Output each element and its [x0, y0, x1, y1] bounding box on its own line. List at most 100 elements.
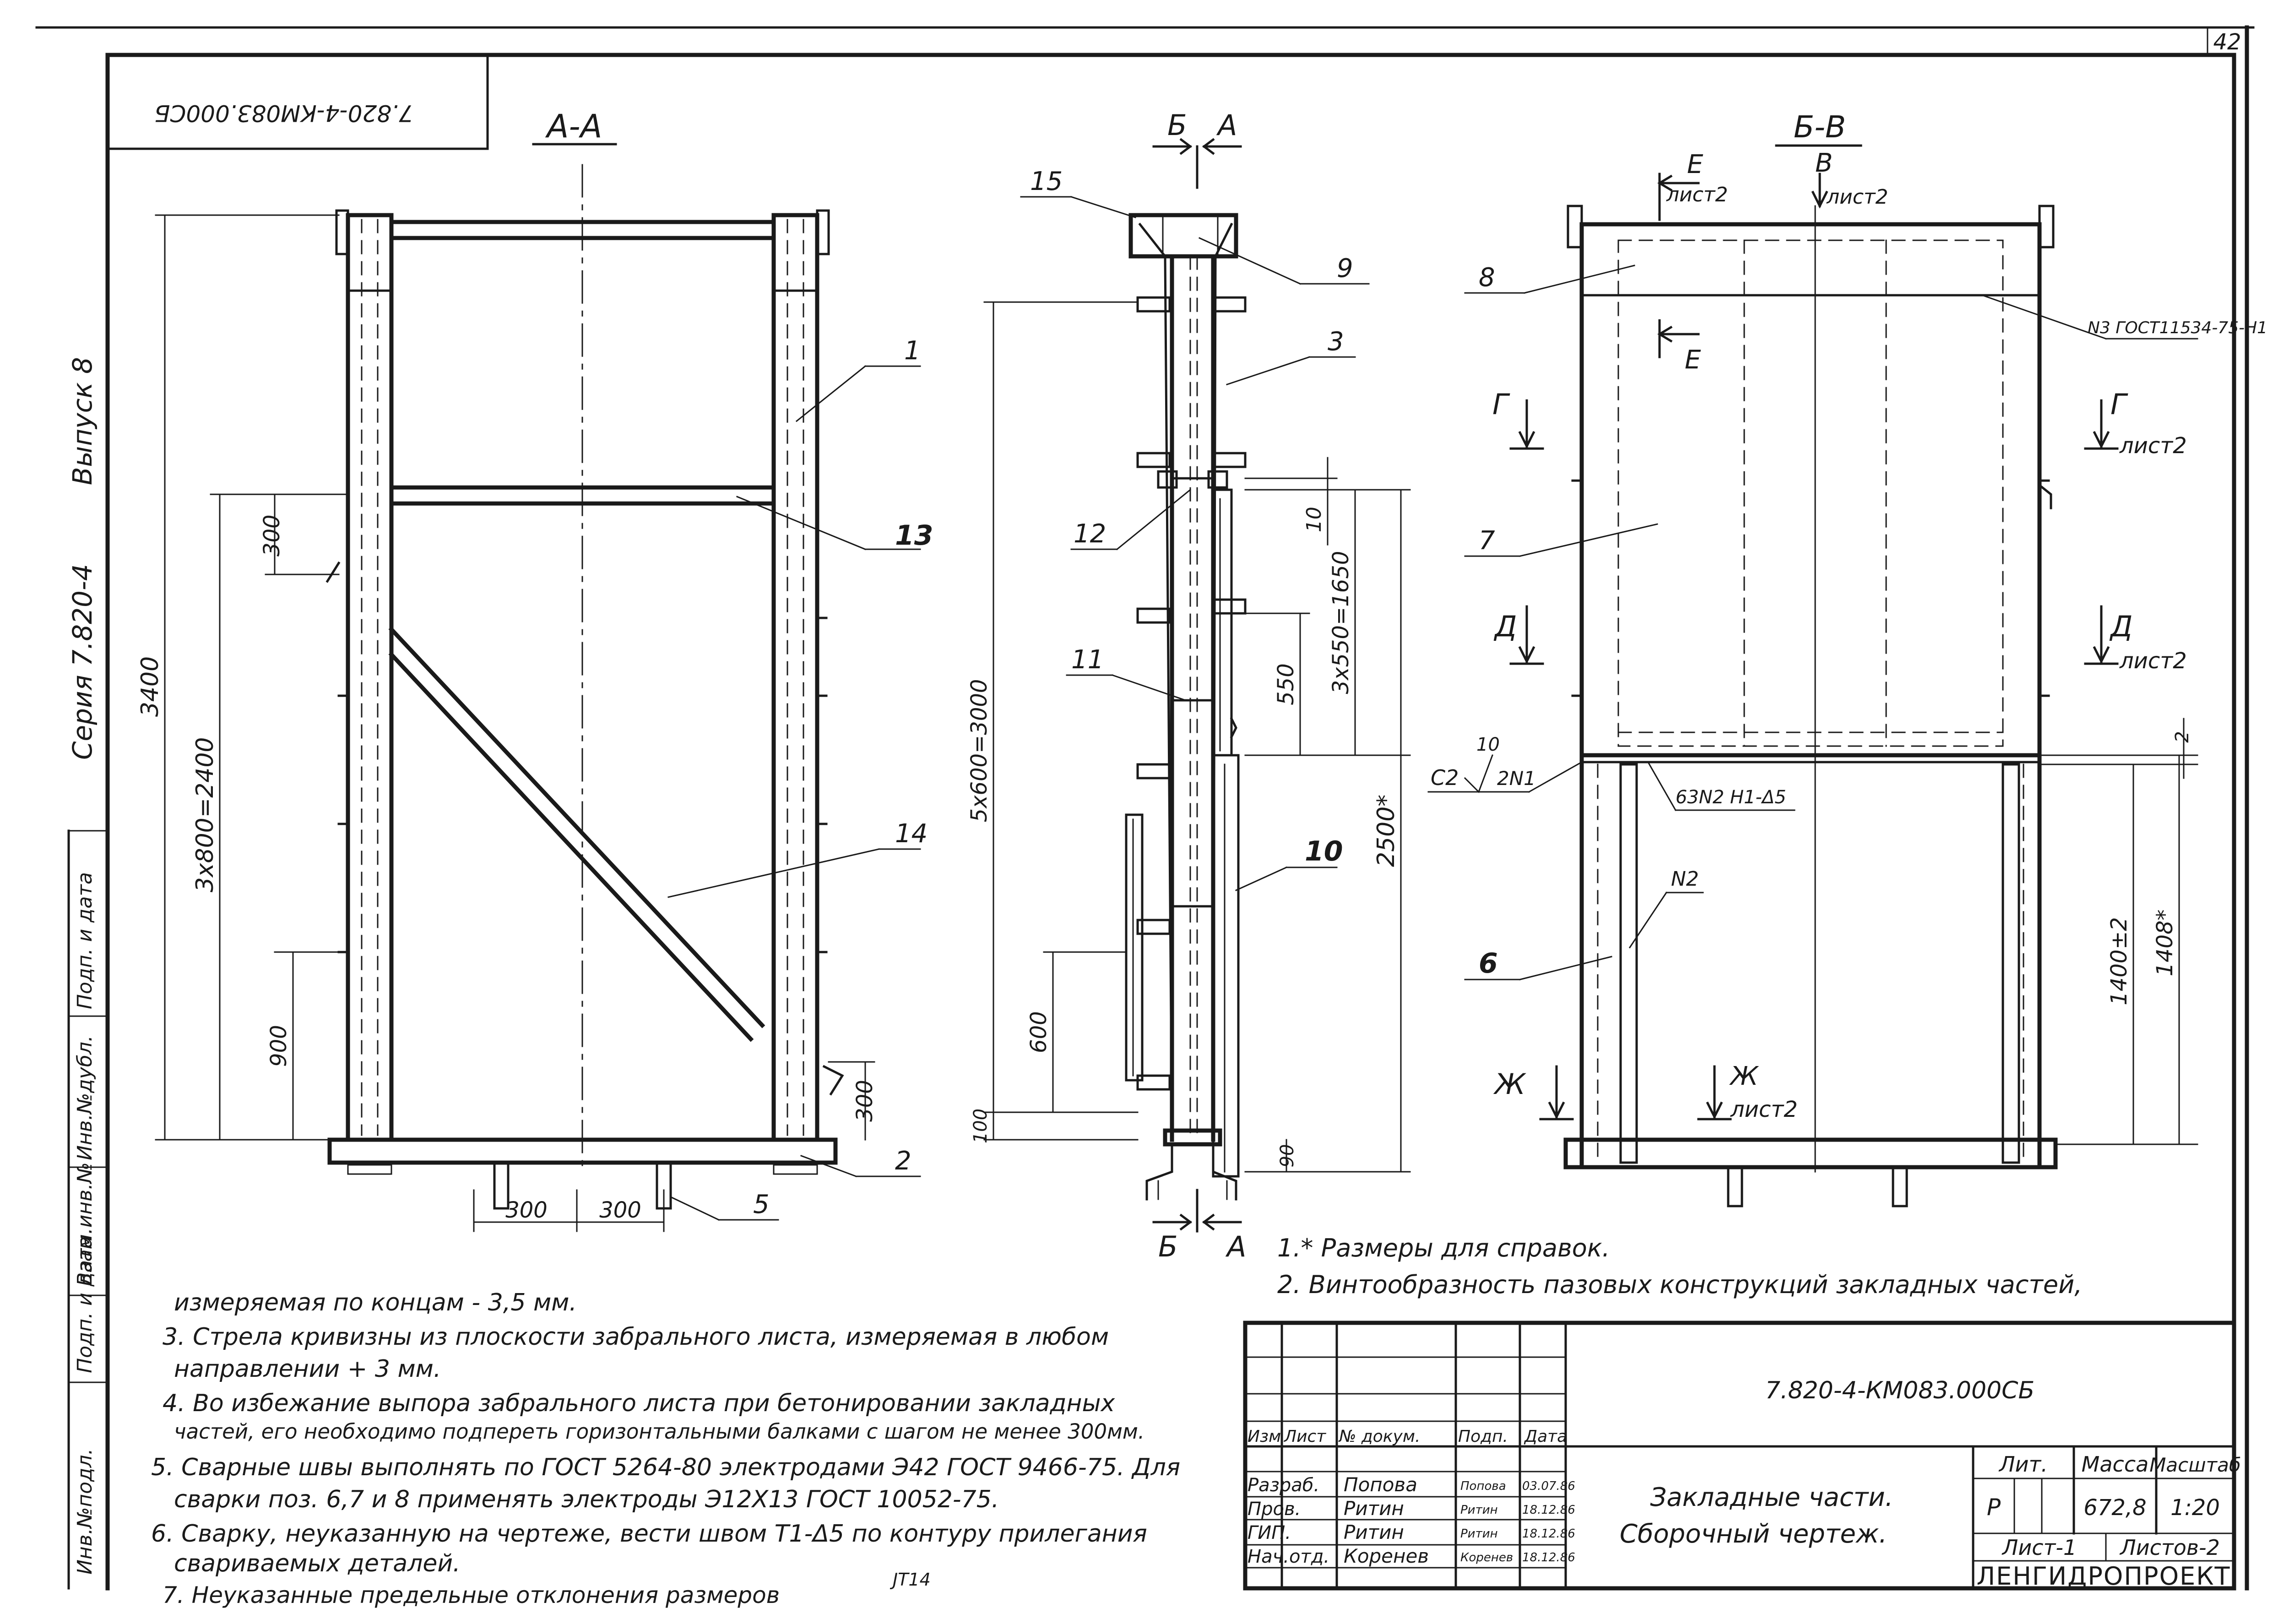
- bv-arrow-v: В: [1815, 148, 1833, 178]
- tb-mass-value: 672,8: [2083, 1495, 2146, 1521]
- title-block: [1243, 1321, 2236, 1591]
- note-4: 4. Во избежание выпора забрального листа…: [163, 1390, 1115, 1417]
- tb-header-ndoc: № докум.: [1338, 1427, 1420, 1446]
- strip-vzam-inv: Взам.инв.№: [73, 1162, 97, 1286]
- note-5: 5. Сварные швы выполнять по ГОСТ 5264-80…: [151, 1454, 1181, 1481]
- dim-side-90: 90: [1277, 1144, 1298, 1168]
- tb-lit-value: Р: [1987, 1494, 2001, 1521]
- tb-mass-header: Масса: [2082, 1452, 2149, 1477]
- bv-cut-zh2: Ж: [1729, 1061, 1759, 1091]
- tb-sign-0: Попова: [1460, 1479, 1506, 1493]
- tb-sign-1: Ритин: [1460, 1503, 1498, 1517]
- dim-side-2500: 2500*: [1372, 795, 1400, 867]
- note-3-cont: направлении + 3 мм.: [174, 1355, 441, 1383]
- dim-aa-300-top: 300: [259, 514, 285, 557]
- weld-n1-right: 2N1: [1497, 767, 1536, 790]
- weld-63n2: 63N2 Н1-Δ5: [1676, 787, 1786, 808]
- note-3: 3. Стрела кривизны из плоскости забральн…: [163, 1323, 1109, 1351]
- bv-cut-e2: Е: [1685, 345, 1701, 375]
- view-side: Б А Б А: [966, 108, 1411, 1263]
- callout-side-9: 9: [1337, 254, 1353, 283]
- tb-lit-header: Лит.: [1998, 1452, 2048, 1477]
- dim-aa-300-right: 300: [852, 1080, 878, 1122]
- tb-name-line1: Закладные части.: [1650, 1483, 1893, 1512]
- side-cut-b-top: Б: [1167, 108, 1187, 142]
- dim-bv-1408: 1408*: [2152, 909, 2178, 976]
- tb-sheets: Листов-2: [2119, 1535, 2220, 1560]
- weld-n3: N3 ГОСТ11534-75-Н1: [2088, 319, 2267, 337]
- tb-name-0: Попова: [1344, 1473, 1417, 1496]
- callout-bv-8: 8: [1479, 263, 1495, 292]
- side-cut-a-bottom: А: [1225, 1230, 1246, 1263]
- note-2: 2. Винтообразность пазовых конструкций з…: [1277, 1270, 2083, 1299]
- dim-bv-2: 2: [2172, 731, 2193, 742]
- tb-header-data: Дата: [1524, 1427, 1567, 1446]
- tb-role-3: Нач.отд.: [1248, 1546, 1329, 1567]
- dim-aa-900: 900: [266, 1025, 292, 1067]
- bv-cut-d-sheet: лист2: [2119, 648, 2187, 674]
- callout-aa-13: 13: [895, 520, 933, 552]
- strip-inv-dubl: Инв.№дубл.: [73, 1035, 97, 1160]
- binding-strip: [67, 829, 108, 1590]
- tb-header-podp: Подп.: [1458, 1427, 1508, 1446]
- callout-side-11: 11: [1071, 645, 1104, 675]
- bv-cut-d: Д: [1493, 610, 1517, 643]
- tb-date-0: 03.07.86: [1522, 1479, 1575, 1493]
- weld-n1-num: 10: [1476, 734, 1500, 755]
- tb-sheet: Лист-1: [2002, 1535, 2077, 1560]
- corner-stamp: 7.820-4-КМ083.000СБ: [106, 54, 489, 150]
- callout-aa-14: 14: [895, 819, 928, 849]
- view-aa: А-А: [136, 108, 933, 1232]
- tb-date-3: 18.12.86: [1522, 1551, 1575, 1564]
- tb-doc-code: 7.820-4-КМ083.000СБ: [1765, 1377, 2034, 1404]
- callout-side-3: 3: [1328, 327, 1344, 357]
- view-bv: Б-В В лист2 Е лист2 Е: [1427, 109, 2267, 1207]
- callout-aa-2: 2: [895, 1146, 911, 1176]
- view-aa-title: А-А: [545, 108, 602, 145]
- issue-label: Выпуск 8: [67, 357, 98, 485]
- dim-side-100: 100: [970, 1109, 991, 1143]
- tb-name-3: Коренев: [1344, 1545, 1429, 1567]
- callout-bv-6: 6: [1479, 947, 1498, 980]
- tb-sign-3: Коренев: [1460, 1551, 1513, 1564]
- note-5-cont: сварки поз. 6,7 и 8 применять электроды …: [174, 1486, 999, 1513]
- bv-cut-g: Г: [1492, 388, 1510, 421]
- view-bv-title: Б-В: [1794, 109, 1846, 145]
- dim-aa-3400: 3400: [136, 656, 164, 717]
- tb-role-2: ГИП.: [1248, 1522, 1291, 1543]
- dim-side-10: 10: [1302, 507, 1326, 532]
- tb-name-2: Ритин: [1344, 1521, 1404, 1543]
- tb-sign-2: Ритин: [1460, 1527, 1498, 1541]
- note-2-cont: измеряемая по концам - 3,5 мм.: [174, 1289, 577, 1316]
- callout-aa-5: 5: [753, 1190, 770, 1219]
- bv-cut-zh: Ж: [1493, 1067, 1526, 1101]
- dim-aa-300-b1: 300: [505, 1197, 548, 1223]
- note-7-tol: JT14: [893, 1570, 931, 1590]
- series-label: Серия 7.820-4: [67, 564, 98, 760]
- bv-cut-g2: Г: [2110, 388, 2128, 421]
- bv-cut-d2: Д: [2109, 610, 2132, 643]
- bv-cut-e-sheet: лист2: [1666, 183, 1728, 206]
- dim-aa-300-b2: 300: [599, 1197, 641, 1223]
- callout-bv-7: 7: [1479, 526, 1495, 556]
- tb-role-0: Разраб.: [1248, 1475, 1319, 1496]
- dim-side-600: 600: [1026, 1011, 1052, 1053]
- tb-header-izm: Изм: [1248, 1427, 1281, 1446]
- bv-cut-zh-sheet: лист2: [1730, 1097, 1798, 1122]
- dim-aa-3x800: 3x800=2400: [191, 737, 219, 892]
- strip-podp-data-2: Подп. и дата: [73, 872, 97, 1009]
- sheet-number: 42: [2213, 29, 2241, 55]
- bv-cut-g-sheet: лист2: [2119, 433, 2187, 459]
- tb-date-2: 18.12.86: [1522, 1527, 1575, 1541]
- strip-podp-data-1: Подп. и дата: [73, 1236, 97, 1373]
- tb-header-list: Лист: [1283, 1427, 1326, 1446]
- bv-cut-e: Е: [1687, 150, 1703, 179]
- tb-role-1: Пров.: [1248, 1499, 1301, 1520]
- side-cut-a-top: А: [1216, 108, 1237, 142]
- tb-org: ЛЕНГИДРОПРОЕКТ: [1976, 1562, 2230, 1591]
- sheet-frame: [35, 25, 2255, 1591]
- callout-side-15: 15: [1030, 167, 1063, 196]
- note-1: 1.* Размеры для справок.: [1277, 1234, 1610, 1262]
- tb-date-1: 18.12.86: [1522, 1503, 1575, 1517]
- tb-name-line2: Сборочный чертеж.: [1620, 1519, 1887, 1549]
